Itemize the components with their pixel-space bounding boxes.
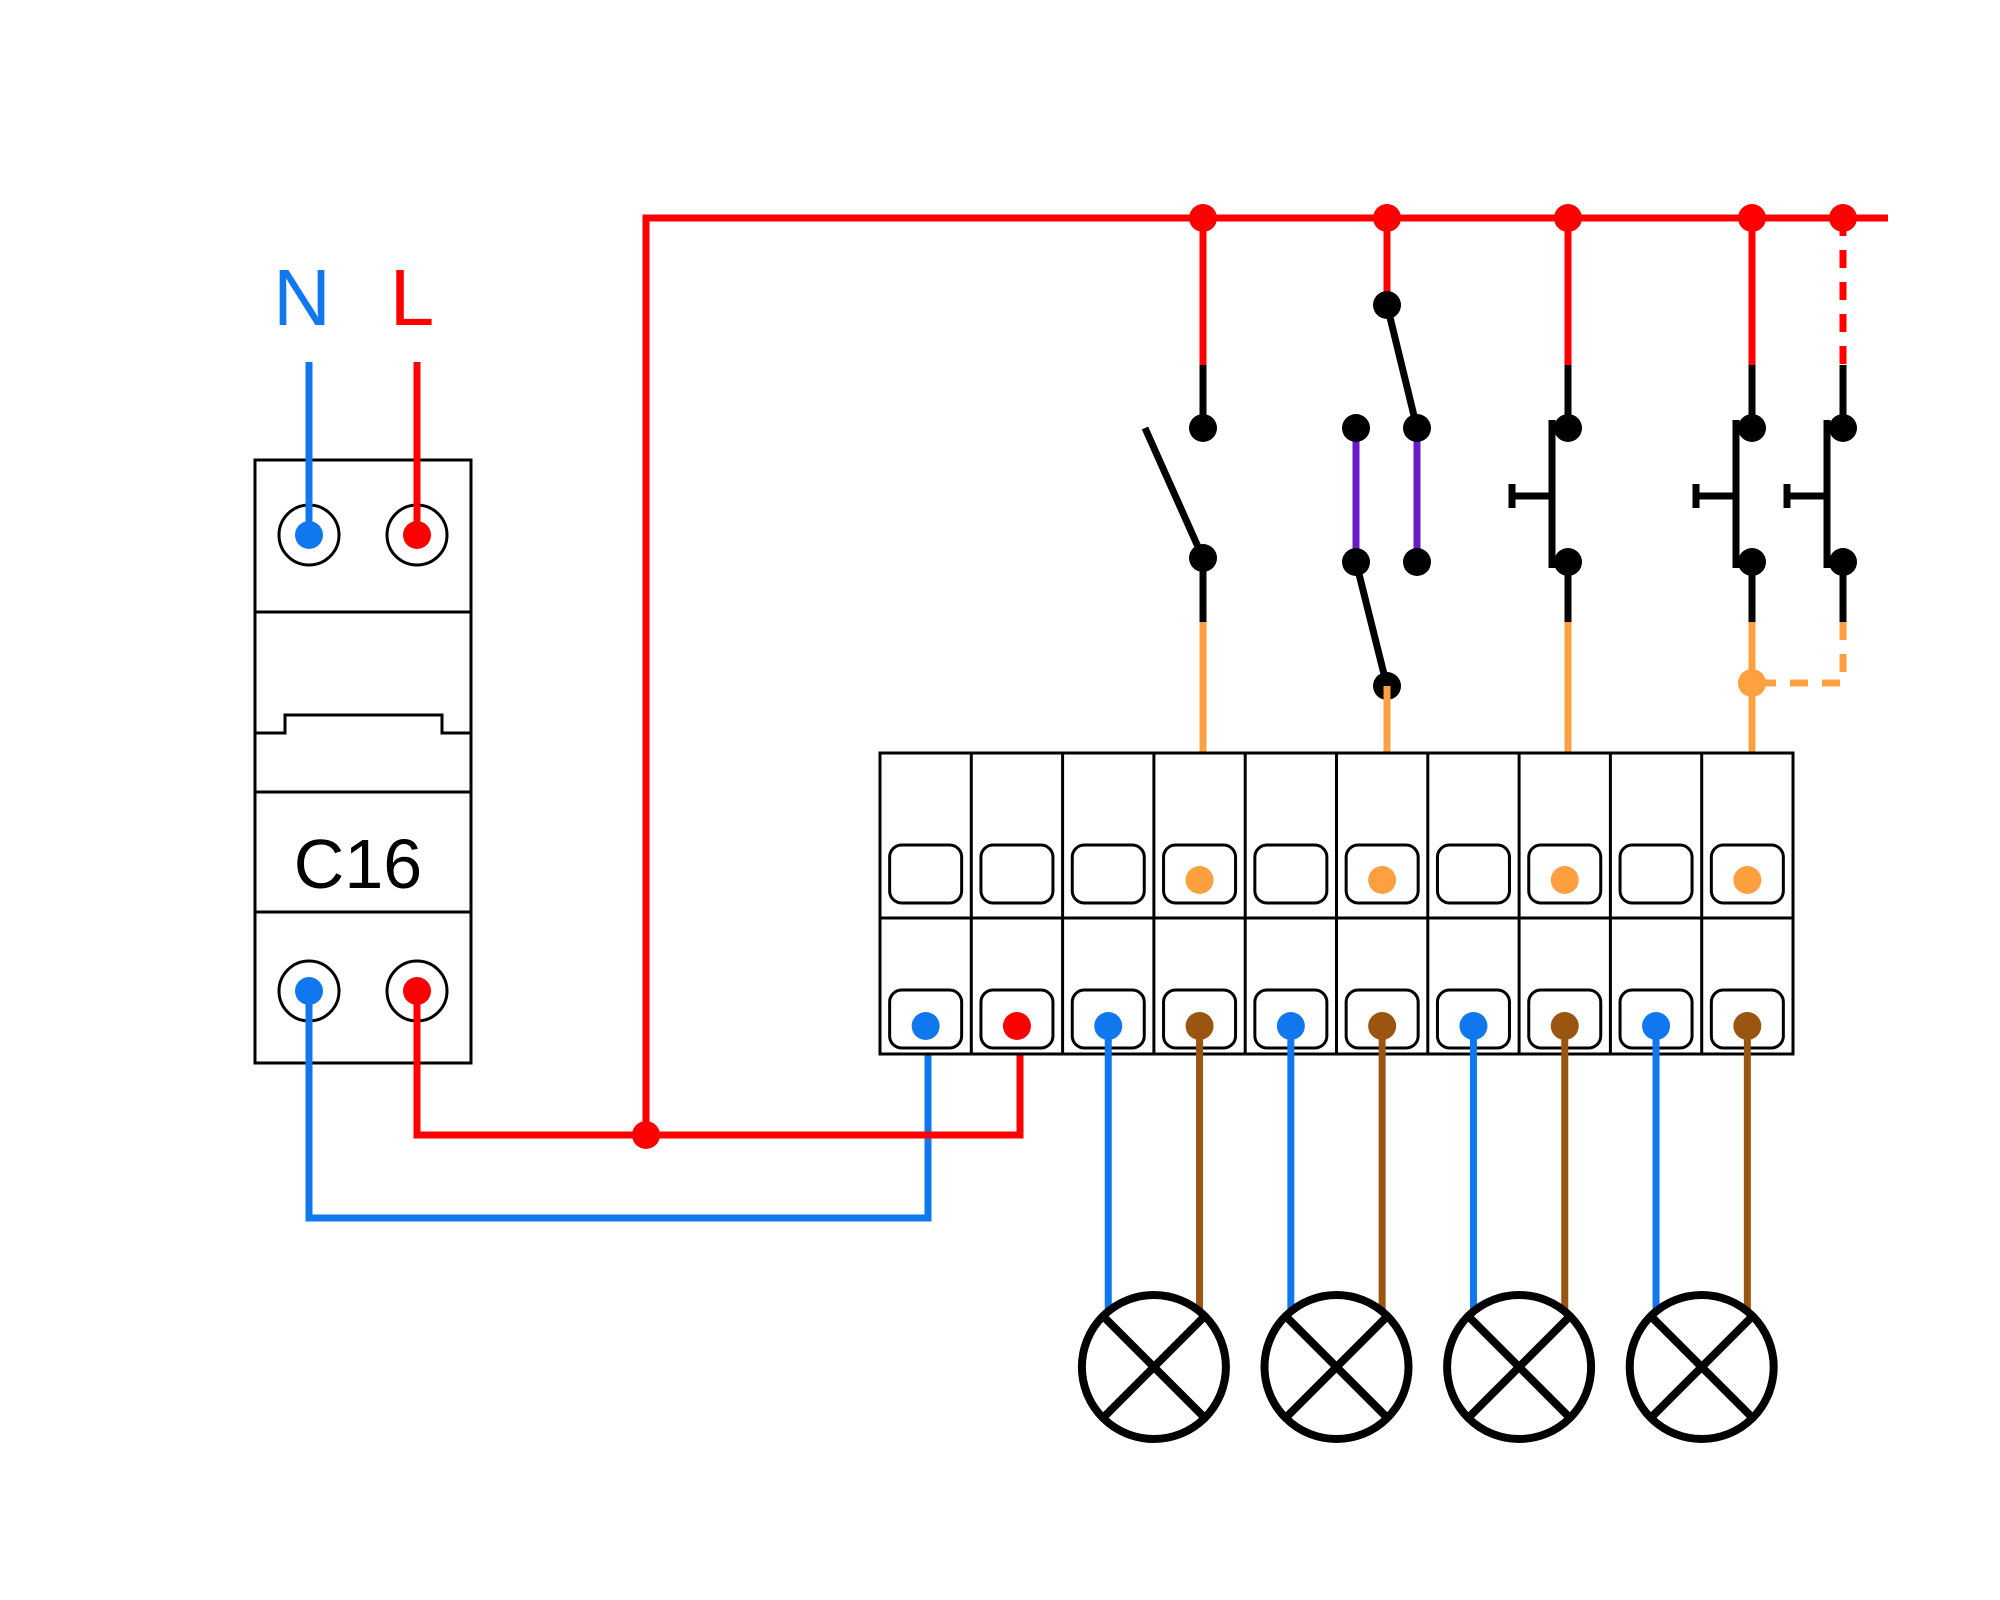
lamp-icon: [1443, 1291, 1596, 1443]
single-pole-switch-icon: [1141, 365, 1217, 622]
supply-wires: [305, 362, 421, 535]
terminal-dot: [1002, 1012, 1031, 1040]
push-button-icon: [1508, 365, 1582, 622]
lamp-icon: [1260, 1291, 1413, 1443]
push-button-icon: [1692, 365, 1766, 622]
terminal-dot: [1733, 866, 1762, 894]
breaker-rating-label: C16: [294, 825, 422, 903]
two-way-switch-icon: [1342, 291, 1431, 700]
neutral-label: N: [273, 253, 331, 342]
terminal-cell: [1618, 843, 1694, 1050]
line-label: L: [390, 253, 435, 342]
push-button-icon: [1783, 365, 1857, 622]
terminal-cell: [979, 843, 1055, 1050]
junction-dot: [632, 1121, 660, 1149]
terminal-dot: [911, 1012, 940, 1040]
lamps: [1077, 1291, 1778, 1443]
terminal-cell: [1070, 843, 1146, 1050]
terminal-cell: [1344, 843, 1420, 1050]
terminal-block-icon: [878, 751, 1795, 1056]
bus-junction-dots: [1189, 204, 1857, 232]
lamp-wires: [1104, 1026, 1751, 1321]
feed-wires: [305, 214, 1888, 1222]
terminal-dot: [1185, 866, 1214, 894]
lamp-icon: [1625, 1291, 1778, 1443]
terminal-cell: [888, 843, 964, 1050]
terminal-cell: [1435, 843, 1511, 1050]
junction-dot: [1738, 669, 1766, 697]
terminal-dot: [1368, 866, 1397, 894]
terminal-cell: [1527, 843, 1603, 1050]
terminal-dot: [1550, 866, 1579, 894]
circuit-breaker-icon: [253, 458, 473, 1065]
terminal-cell: [1162, 843, 1238, 1050]
terminal-cell: [1253, 843, 1329, 1050]
live-bus-drops: [1199, 218, 1847, 365]
lamp-icon: [1077, 1291, 1230, 1443]
